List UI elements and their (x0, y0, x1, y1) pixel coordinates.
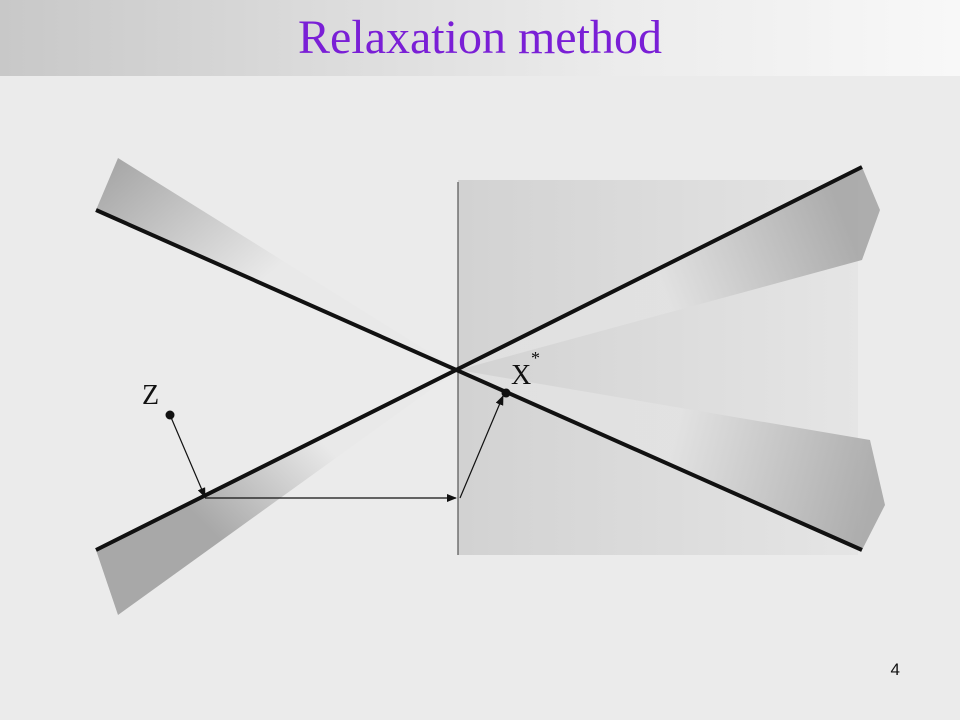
projection-arrow-1 (169, 414, 206, 498)
page-number: 4 (890, 660, 900, 679)
slide-title: Relaxation method (298, 11, 662, 64)
title-bar (0, 0, 960, 76)
left-lower-shade (96, 370, 458, 615)
label-z: Z (142, 380, 159, 411)
ascending-constraint-line (95, 165, 863, 552)
point-z (165, 410, 175, 420)
right-lower-shade (458, 370, 885, 550)
descending-constraint-line (95, 208, 863, 552)
projection-arrow-3 (459, 395, 504, 499)
point-x-star (501, 388, 511, 398)
right-upper-shade (458, 167, 880, 370)
label-x: X (511, 360, 531, 391)
left-upper-shade (96, 158, 458, 370)
label-star: * (531, 348, 540, 368)
